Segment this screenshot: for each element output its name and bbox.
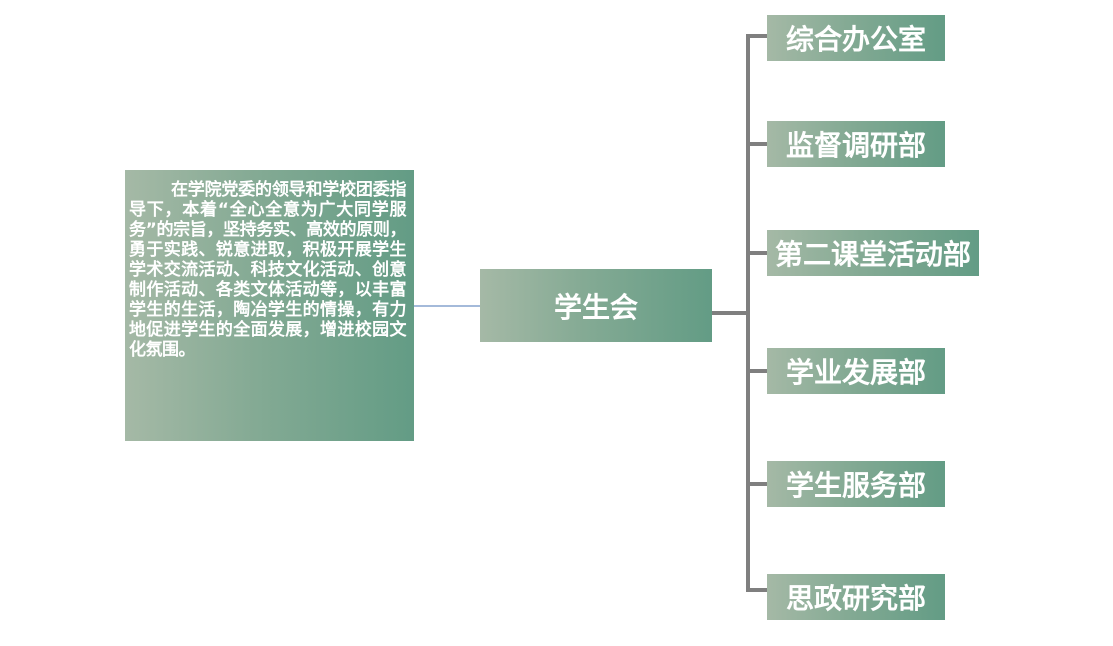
description-box: 在学院党委的领导和学校团委指导下，本着“全心全意为广大同学服务”的宗旨，坚持务实… — [125, 170, 414, 441]
center-node: 学生会 — [480, 269, 712, 342]
dept-node-5: 学生服务部 — [767, 461, 945, 507]
dept-node-3: 第二课堂活动部 — [767, 230, 979, 276]
dept-node-2: 监督调研部 — [767, 121, 945, 167]
dept-node-4: 学业发展部 — [767, 348, 945, 394]
dept-node-6: 思政研究部 — [767, 574, 945, 620]
dept-node-1: 综合办公室 — [767, 15, 945, 61]
